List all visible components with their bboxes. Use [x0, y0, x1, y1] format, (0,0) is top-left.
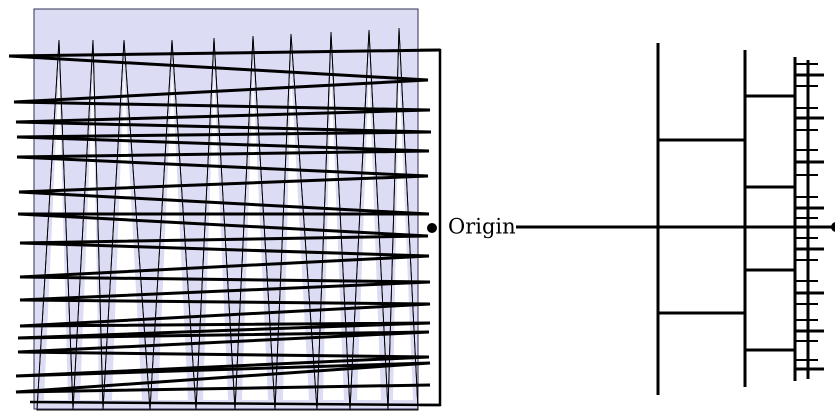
wedge-cutout [80, 70, 99, 400]
wedge-cutout [203, 70, 228, 400]
wedge-cutout [242, 70, 268, 400]
tree-structure [516, 43, 835, 395]
wedge-outline [234, 35, 276, 411]
tree-ticks [795, 63, 818, 361]
wedge-outline [36, 39, 74, 411]
wedge-cutout [44, 70, 68, 400]
wedge-outline [195, 37, 236, 411]
origin-label: Origin [448, 215, 516, 239]
top-edge-line [8, 48, 441, 58]
wedge-cutout [323, 70, 344, 400]
zigzag-path [8, 54, 432, 394]
wedge-outline [316, 31, 351, 411]
endpoint-dot [831, 222, 835, 232]
wedge-outline-group [36, 27, 419, 411]
wedge-cutout [357, 70, 381, 400]
wedge-outline [72, 39, 104, 411]
wedge-outline [102, 39, 151, 411]
bottom-edge-line [29, 400, 441, 407]
origin-dot [427, 223, 437, 233]
wedge-outline [274, 33, 318, 411]
wedge-outline [149, 39, 197, 411]
wedge-cutout [112, 70, 142, 400]
